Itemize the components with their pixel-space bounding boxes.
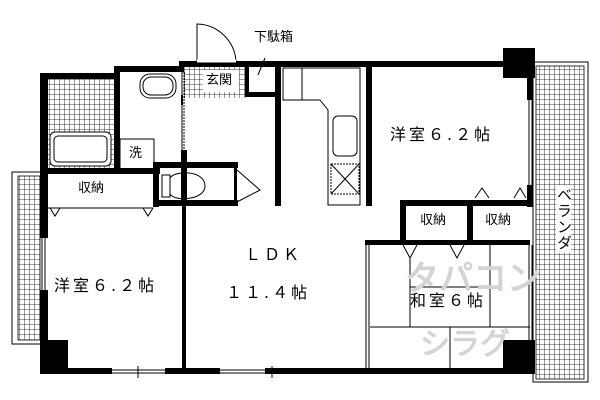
balcony-west bbox=[11, 171, 43, 345]
western-room-w-label: 洋室６.２帖 bbox=[54, 276, 158, 295]
watermark-line2: シラグ bbox=[420, 327, 510, 362]
storage-west-label: 収納 bbox=[78, 181, 105, 196]
washer-label: 洗 bbox=[129, 146, 143, 161]
balcony-label: ベランダ bbox=[555, 185, 573, 253]
western-room-ne-label: 洋室６.２帖 bbox=[390, 125, 494, 144]
entrance-label: 玄関 bbox=[206, 73, 233, 88]
ldk-label: ＬＤＫ bbox=[245, 245, 303, 264]
ldk-size-label: １１.４帖 bbox=[226, 283, 311, 302]
watermark-line1: タパコン bbox=[405, 259, 541, 299]
shoe-cabinet-label: 下駄箱 bbox=[254, 30, 294, 45]
storage-center-label: 収納 bbox=[420, 213, 447, 228]
japanese-room-label: 和室６帖 bbox=[410, 291, 487, 310]
balcony-east bbox=[532, 61, 589, 383]
storage-east-label: 収納 bbox=[485, 213, 512, 228]
